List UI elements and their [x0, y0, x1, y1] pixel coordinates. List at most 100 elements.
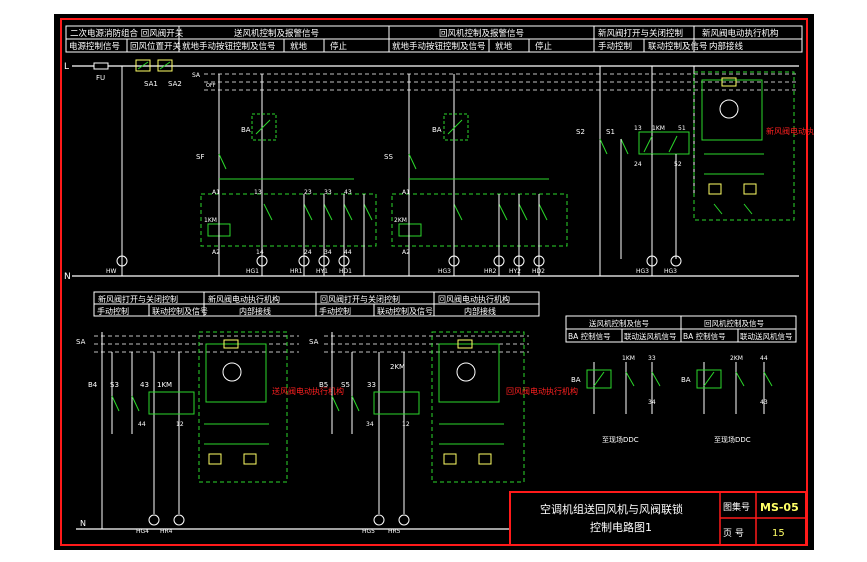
hdr-r1-c5: 新风阀电动执行机构 [702, 28, 779, 39]
sf-t24: 24 [304, 249, 312, 256]
sd-43: 43 [140, 381, 149, 389]
sf-a1: A1 [212, 189, 220, 196]
st-l-km: 1KM [622, 355, 635, 362]
label-n-bottom: N [80, 519, 86, 528]
sd-km: 1KM [157, 381, 172, 389]
status-right: BA 2KM 44 43 至现场DDC [681, 355, 773, 444]
lamp-hy1: HY1 [316, 268, 328, 275]
lh-r1-c4: 回风阀电动执行机构 [438, 294, 510, 304]
circuit-diagram: 二次电源消防组合 回风阀开关 送风机控制及报警信号 回风机控制及报警信号 新风阀… [60, 18, 838, 546]
lamp-hr2: HR2 [484, 268, 497, 275]
lh-r2-c4: 手动控制 [319, 306, 351, 316]
st-r2-c3: BA 控制信号 [683, 331, 726, 341]
sf-t44: 44 [344, 249, 352, 256]
lamp-hg3: HG3 [438, 268, 451, 275]
rd-b5: B5 [319, 381, 328, 389]
lamp-hg1: HG1 [246, 268, 259, 275]
rd-34: 34 [366, 421, 374, 428]
sf-ss: SF [196, 153, 204, 161]
label-l: L [64, 62, 69, 72]
lh-r1-c1: 新风阀打开与关闭控制 [98, 294, 178, 304]
st-r-caption: 至现场DDC [714, 435, 751, 444]
lamp-hg5: HG5 [362, 528, 375, 535]
hdr-r2-c5: 停止 [330, 41, 348, 52]
rf-a2: A2 [402, 249, 410, 256]
lamp-hd2: HD2 [532, 268, 545, 275]
fig-no-label: 图集号 [723, 501, 750, 513]
rf-a1: A1 [402, 189, 410, 196]
st-l-33: 33 [648, 355, 656, 362]
lower-sa-2: SA [309, 338, 319, 346]
st-l-caption: 至现场DDC [602, 435, 639, 444]
page-no: 15 [772, 528, 785, 539]
rd-km: 2KM [390, 363, 405, 371]
bus-l: L FU SA1 SA2 [64, 59, 799, 88]
sd-12: 12 [176, 421, 184, 428]
lh-r2-c2: 联动控制及信号 [152, 306, 208, 316]
lh-r1-c3: 回风阀打开与关闭控制 [320, 294, 400, 304]
drawing-border [60, 18, 808, 546]
sf-t43: 43 [344, 189, 352, 196]
sd-b4: B4 [88, 381, 98, 389]
hdr-r1-c2: 送风机控制及报警信号 [234, 28, 319, 39]
rf-ss: SS [384, 153, 393, 161]
rd-12: 12 [402, 421, 410, 428]
st-r2-c2: 联动送风机信号 [624, 331, 677, 341]
fd-52: 52 [674, 161, 682, 168]
title-line-1: 空调机组送回风机与风阀联锁 [540, 502, 683, 516]
fd-s1: S1 [606, 128, 615, 136]
label-sa1: SA1 [144, 80, 158, 88]
lh-r2-c3: 内部接线 [239, 306, 271, 316]
hdr-r2-c9: 手动控制 [598, 41, 632, 52]
lh-r2-c6: 内部接线 [464, 306, 496, 316]
rd-33: 33 [367, 381, 376, 389]
drawing-sheet: 二次电源消防组合 回风阀开关 送风机控制及报警信号 回风机控制及报警信号 新风阀… [54, 14, 838, 550]
hdr-r2-c7: 就地 [495, 41, 513, 52]
label-sa2: SA2 [168, 80, 182, 88]
page-label: 页 号 [723, 528, 744, 539]
supply-damper-circuit: B4 S3 43 1KM 44 12 HG4 HR4 送风阀电动执行机构 [88, 331, 344, 535]
lamp-hy2: HY2 [509, 268, 521, 275]
sf-t13: 13 [254, 189, 262, 196]
hdr-r1-c4: 新风阀打开与关闭控制 [598, 28, 683, 39]
lamp-hd1: HD1 [339, 268, 352, 275]
vertical-feeders [121, 66, 695, 276]
fd-km: 1KM [652, 125, 665, 132]
lamp-hg3a: HG3 [636, 268, 649, 275]
st-r1-c2: 回风机控制及信号 [704, 318, 764, 328]
rd-red-label: 回风阀电动执行机构 [506, 386, 578, 396]
lower-header-table [93, 291, 540, 317]
sf-a2: A2 [212, 249, 220, 256]
lh-r2-c1: 手动控制 [97, 306, 129, 316]
hdr-r2-c3: 就地手动按钮控制及信号 [182, 41, 276, 52]
sf-t23: 23 [304, 189, 312, 196]
hdr-r2-c2: 回风位置开关 [130, 41, 182, 52]
lh-r1-c2: 新风阀电动执行机构 [208, 294, 280, 304]
title-line-2: 控制电路图1 [590, 520, 652, 534]
sf-t33: 33 [324, 189, 332, 196]
fd-13: 13 [634, 125, 642, 132]
sf-t34: 34 [324, 249, 332, 256]
st-r-44: 44 [760, 355, 768, 362]
hdr-r2-c10: 联动控制及信号 [648, 41, 708, 52]
st-l-ba: BA [571, 376, 581, 384]
hdr-r2-c4: 就地 [290, 41, 308, 52]
lamp-hg4: HG4 [136, 528, 149, 535]
supply-fan-circuit: BA SF 1KM A1 A2 13 14 23 33 43 24 34 44 … [106, 113, 377, 276]
st-l-34: 34 [648, 399, 656, 406]
st-r1-c1: 送风机控制及信号 [589, 318, 649, 328]
hdr-r1-c3: 回风机控制及报警信号 [439, 28, 524, 39]
sf-ba: BA [241, 126, 251, 134]
fd-red-label: 新风阀电动执行机构 [766, 126, 814, 136]
sf-km: 1KM [204, 217, 217, 224]
hdr-r1-c1: 二次电源消防组合 回风阀开关 [70, 28, 184, 39]
lamp-hr1: HR1 [290, 268, 303, 275]
bus-n-top: N [64, 272, 799, 282]
label-n: N [64, 272, 71, 282]
st-r2-c4: 联动送风机信号 [740, 331, 793, 341]
lamp-hg3b: HG3 [664, 268, 677, 275]
status-table [565, 315, 797, 343]
selector-rails [204, 73, 799, 91]
lh-r2-c5: 联动控制及信号 [377, 306, 433, 316]
